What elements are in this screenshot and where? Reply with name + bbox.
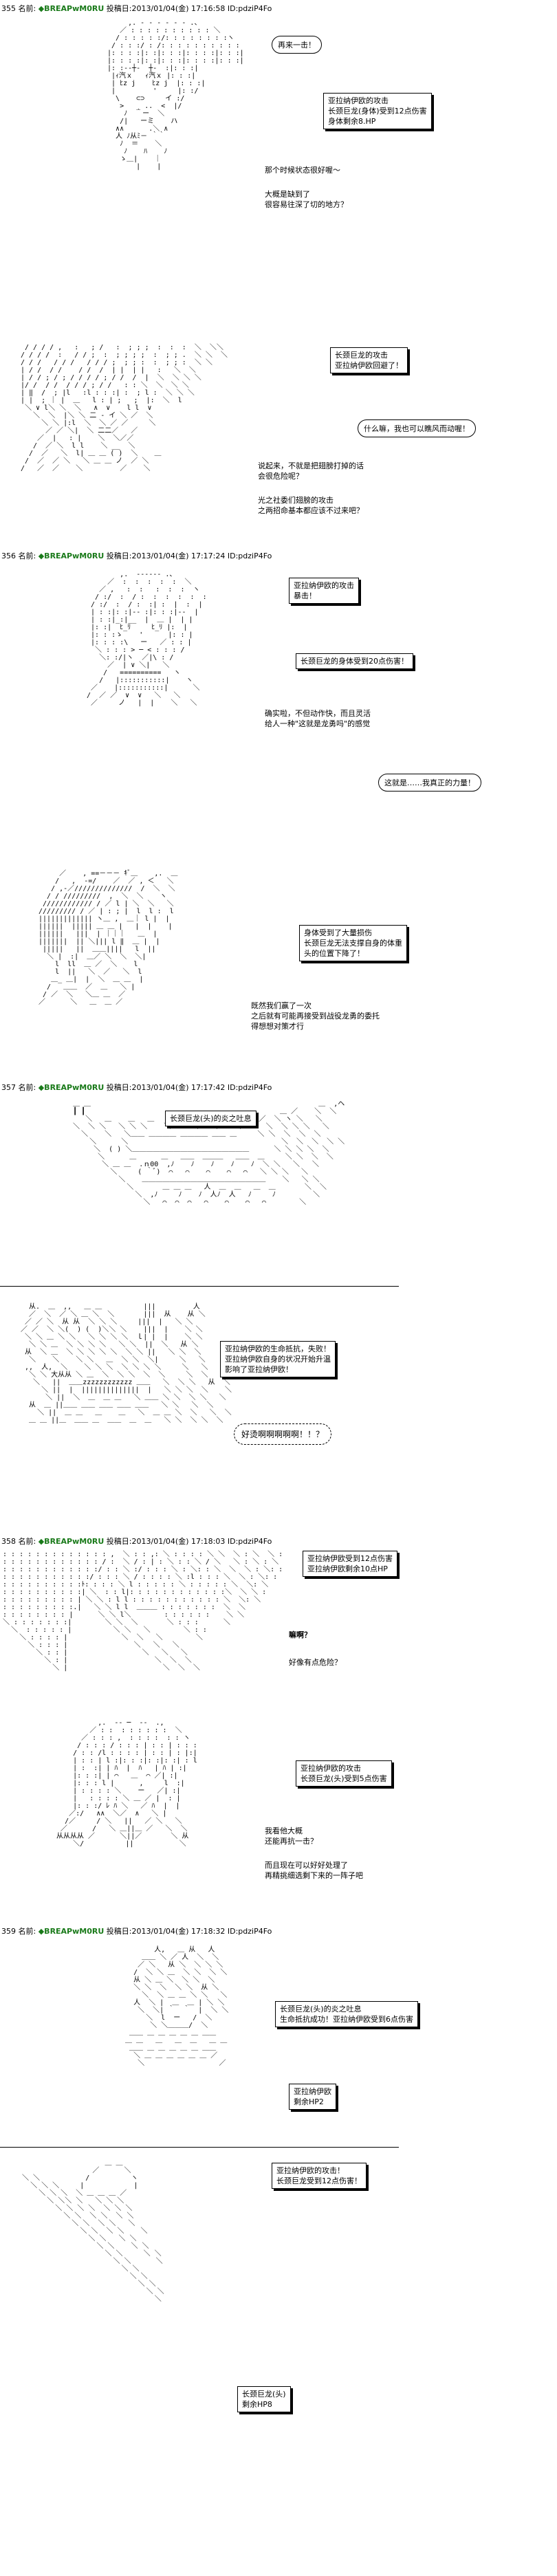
battle-log-box: 亚拉纳伊欧受到12点伤害亚拉纳伊欧剩余10点HP [303, 1551, 397, 1577]
battle-log-box: 长颈巨龙(头)的炎之吐息 [165, 1111, 256, 1126]
battle-log-box: 亚拉纳伊欧的攻击长颈巨龙(头)受到5点伤害 [296, 1760, 392, 1787]
battle-log-box: 身体受到了大量损伤长颈巨龙无法支撑自身的体重头的位置下降了！ [299, 925, 407, 961]
ascii-art-character: ,. -‐‐‐‐- .、 ／ : : : : : ＼ ／ , : : : : :… [87, 571, 207, 707]
hp-status-box: 长颈巨龙(头)剩余HP8 [237, 2386, 291, 2412]
ascii-art-character-resisting: 人, ＿ 从 人 ＿＿ ＼ ／ 人 ＼ ＼ ／ ＼ 从 ＼ ＼ ＼ ＼ / ＼ … [125, 1946, 229, 2067]
divider [0, 1286, 399, 1287]
ascii-art-character-damaged: : : : : : : : : : : : : : , ＼ : : ,: ＼ :… [3, 1551, 283, 1672]
ascii-art-dragon: / / / / , : ; / : ; ; ; : : : ＼ ＼＼ / / /… [21, 344, 228, 472]
ascii-art-character: ,. ‐ ‐ ‐ ‐ ‐ ‐ .、 ／ : : : : : : : : : : … [107, 19, 244, 171]
post-header-358: 358 名前: ◆BREAPwM0RU 投稿日:2013/01/04(金) 17… [1, 1537, 272, 1546]
battle-log-box: 亚拉纳伊欧的攻击！长颈巨龙受到12点伤害！ [272, 2163, 367, 2189]
battle-log-box: 亚拉纳伊欧的生命抵抗，失败！亚拉纳伊欧自身的状况开始升温影响了亚拉纳伊欧！ [220, 1341, 336, 1377]
dialogue-text: 我看他大概还能再抗一击？ [265, 1826, 318, 1846]
ascii-art-character-burning: 从. ＿ ,, ＿ ＿ ||| 人 ／ ＼ ／ ＼ ＿ ＼ ＼ ||| 从 从 … [21, 1303, 232, 1424]
post-header-356: 356 名前: ◆BREAPwM0RU 投稿日:2013/01/04(金) 17… [1, 552, 272, 560]
battle-log-box: 长颈巨龙的攻击亚拉纳伊欧回避了！ [330, 347, 408, 373]
dialogue-text: 大概是缺到了很容易往深了切的地方？ [265, 190, 348, 209]
post-header-355: 355 名前: ◆BREAPwM0RU 投稿日:2013/01/04(金) 17… [1, 4, 272, 13]
ascii-art-dragon: ／ , ==－－－ ｷﾞ＿ ,. ＿ / , -=/ ／ ／ , ＜ ＼ / ,… [39, 870, 178, 1006]
battle-log-box: 亚拉纳伊欧的攻击长颈巨龙(身体)受到12点伤害身体剩余8.HP [323, 93, 432, 129]
speech-bubble: 再来一击！ [272, 36, 322, 54]
shout-bubble: 好烫啊啊啊啊啊！！？ [234, 1423, 332, 1445]
dialogue-text: 嘛啊？ [289, 1630, 312, 1639]
hp-status-box: 亚拉纳伊欧剩余HP2 [289, 2084, 336, 2110]
dialogue-text: 好像有点危险？ [289, 1658, 342, 1667]
battle-log-box: 亚拉纳伊欧的攻击暴击！ [289, 578, 359, 604]
speech-bubble: 这就是……我真正的力量！ [378, 774, 481, 792]
dialogue-text: 说起来，不就是把翅膀打掉的话会很危险呢？ [258, 461, 364, 481]
dialogue-text: 既然我们赢了一次之后就有可能再接受到战役龙勇的委托得想想对策才行 [251, 1001, 380, 1031]
dialogue-text: 那个时候状态很好喔～ [265, 166, 340, 175]
divider [0, 2147, 399, 2148]
speech-bubble: 什么嘛，我也可以瞧风而动喔！ [358, 419, 476, 437]
dialogue-text: 确实啦，不但动作快，而且灵活给人一种"这就是龙勇吗"的感觉 [265, 709, 371, 728]
battle-log-box: 长颈巨龙(头)的炎之吐息生命抵抗成功！亚拉纳伊欧受到6点伤害 [275, 2001, 418, 2027]
dialogue-text: 光之社委们翅膀的攻击之两招命基本都应该不过来吧？ [258, 496, 364, 515]
battle-log-box: 长颈巨龙的身体受到20点伤害！ [296, 653, 413, 669]
dialogue-text: 而且现在可以好好处理了再精挑细选剩下来的一阵子吧 [265, 1861, 363, 1880]
ascii-art-dragon-slash: ＿ ＿ ／ ＼ ＼ ＼ / ヽ ＼ ＼ ＼ | | ＼ ＼ ＼ ＼ ＿ ＿ ＿ … [22, 2159, 164, 2303]
ascii-art-character: ,. -‐ ─ ‐- ., ／ : : : : : : : : ＼ ／ : : … [56, 1719, 197, 1848]
post-header-359: 359 名前: ◆BREAPwM0RU 投稿日:2013/01/04(金) 17… [1, 1927, 272, 1936]
post-header-357: 357 名前: ◆BREAPwM0RU 投稿日:2013/01/04(金) 17… [1, 1083, 272, 1092]
